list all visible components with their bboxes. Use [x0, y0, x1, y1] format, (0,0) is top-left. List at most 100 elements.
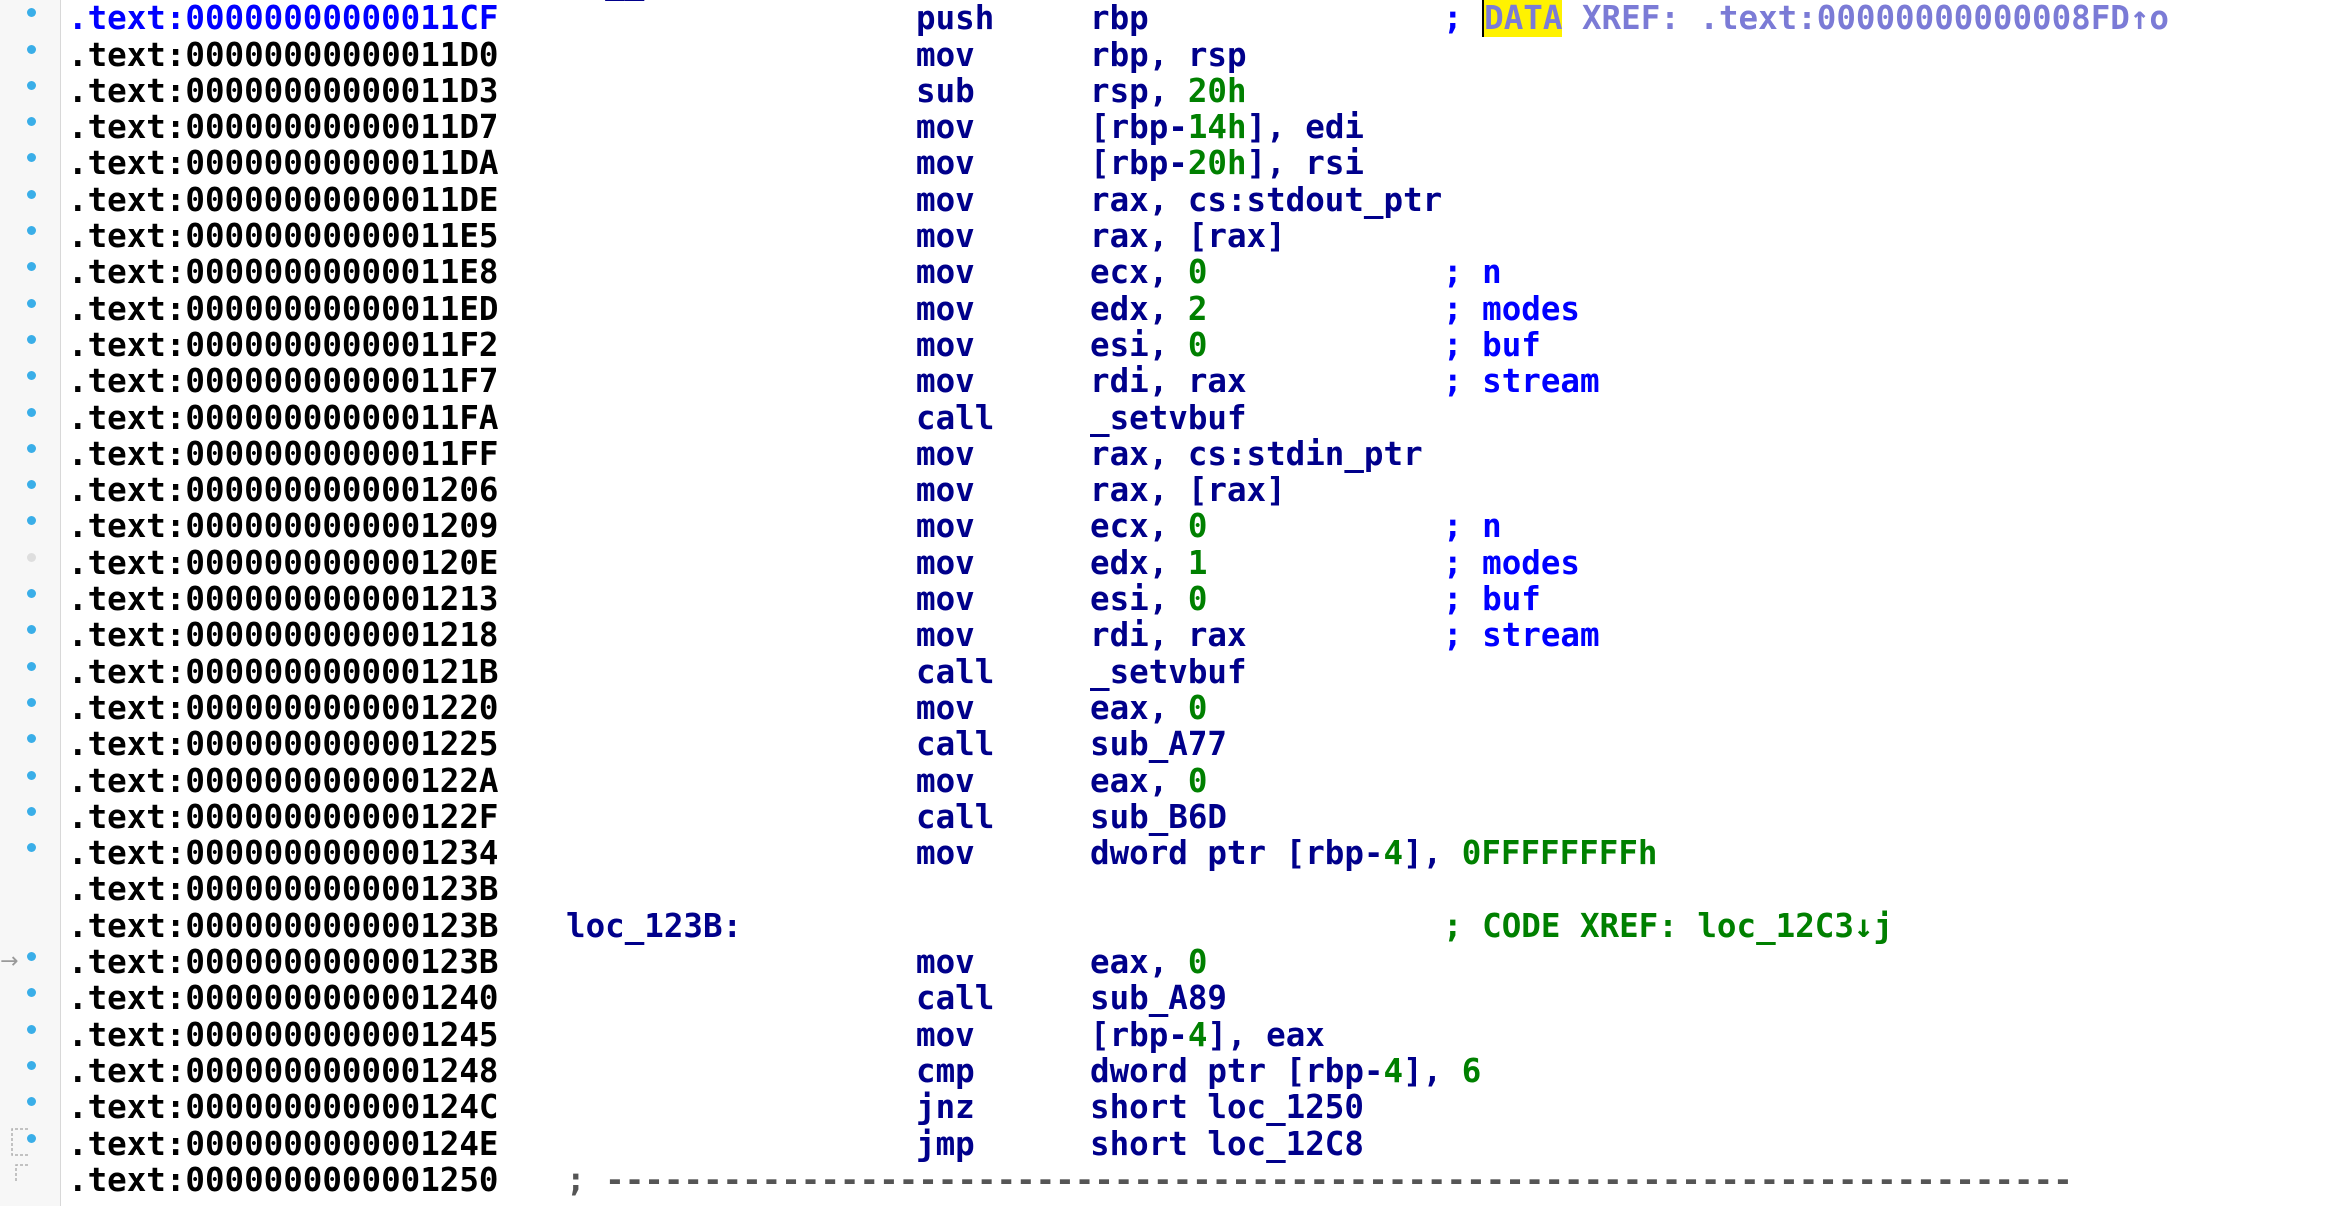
operands[interactable]: sub_B6D	[1090, 799, 1227, 835]
breakpoint-dot-icon[interactable]	[27, 80, 36, 90]
breakpoint-dot-icon[interactable]	[27, 952, 36, 962]
breakpoint-dot-icon[interactable]	[27, 697, 36, 707]
operands[interactable]: rsp, 20h	[1090, 73, 1247, 109]
operands[interactable]: esi, 0	[1090, 327, 1207, 363]
operands[interactable]: dword ptr [rbp-4], 0FFFFFFFFh	[1090, 835, 1657, 871]
mnemonic[interactable]: mov	[916, 108, 975, 147]
disasm-line[interactable]: .text:0000000000001250; ----------------…	[0, 1161, 2328, 1198]
mnemonic[interactable]: mov	[916, 688, 975, 727]
mnemonic[interactable]: cmp	[916, 1051, 975, 1090]
code-label[interactable]: loc_123B:	[566, 906, 743, 945]
mnemonic[interactable]: mov	[916, 144, 975, 183]
mnemonic[interactable]: jmp	[916, 1124, 975, 1163]
breakpoint-dot-icon[interactable]	[27, 770, 36, 780]
operands[interactable]: sub_A77	[1090, 726, 1227, 762]
code-xref-comment[interactable]: ; CODE XREF: loc_12C3↓j	[1443, 906, 1894, 945]
operands[interactable]: eax, 0	[1090, 690, 1207, 726]
breakpoint-dot-icon[interactable]	[27, 189, 36, 199]
operands[interactable]: dword ptr [rbp-4], 6	[1090, 1053, 1481, 1089]
breakpoint-dot-icon[interactable]	[27, 226, 36, 236]
mnemonic[interactable]: jnz	[916, 1088, 975, 1127]
breakpoint-dot-icon[interactable]	[27, 298, 36, 308]
address[interactable]: .text:00000000000011DA	[68, 144, 499, 183]
mnemonic[interactable]: mov	[916, 325, 975, 364]
address[interactable]: .text:0000000000001218	[68, 616, 499, 655]
operands[interactable]: ecx, 0	[1090, 254, 1207, 290]
address[interactable]: .text:000000000000120E	[68, 543, 499, 582]
disasm-line[interactable]: .text:00000000000011D3 sub rsp, 20h	[0, 73, 2328, 109]
breakpoint-dot-icon[interactable]	[27, 516, 36, 526]
data-xref-comment[interactable]: ; DATA XREF: .text:00000000000008FD↑o	[1443, 0, 2169, 38]
address[interactable]: .text:00000000000011ED	[68, 289, 499, 328]
operands[interactable]: short loc_12C8	[1090, 1125, 1364, 1162]
operands[interactable]: [rbp-4], eax	[1090, 1016, 1325, 1053]
xref-target[interactable]: XREF: .text:00000000000008FD↑o	[1562, 0, 2169, 38]
mnemonic[interactable]: mov	[916, 217, 975, 256]
operands[interactable]: rax, [rax]	[1090, 472, 1286, 508]
operands[interactable]: ecx, 0	[1090, 508, 1207, 544]
address[interactable]: .text:00000000000011D3	[68, 71, 499, 110]
operands[interactable]: rbp	[1090, 0, 1149, 36]
mnemonic[interactable]: mov	[916, 616, 975, 655]
breakpoint-dot-icon[interactable]	[27, 988, 36, 998]
mnemonic[interactable]: mov	[916, 434, 975, 473]
mnemonic[interactable]: push	[916, 0, 995, 38]
address[interactable]: .text:0000000000001240	[68, 979, 499, 1018]
operands[interactable]: esi, 0	[1090, 581, 1207, 617]
breakpoint-dot-icon[interactable]	[27, 843, 36, 853]
breakpoint-dot-icon[interactable]	[27, 117, 36, 127]
mnemonic[interactable]: mov	[916, 35, 975, 74]
operands[interactable]: rdi, rax	[1090, 617, 1247, 653]
breakpoint-dot-icon[interactable]	[27, 480, 36, 490]
breakpoint-dot-icon[interactable]	[27, 153, 36, 163]
operands[interactable]: eax, 0	[1090, 944, 1207, 980]
breakpoint-dot-icon[interactable]	[27, 262, 36, 272]
address[interactable]: .text:000000000000124C	[68, 1088, 499, 1127]
address[interactable]: .text:0000000000001225	[68, 725, 499, 764]
operands[interactable]: rax, cs:stdout_ptr	[1090, 182, 1442, 218]
address[interactable]: .text:00000000000011E5	[68, 217, 499, 256]
mnemonic[interactable]: sub	[916, 71, 975, 110]
operands[interactable]: sub_A89	[1090, 980, 1227, 1016]
address[interactable]: .text:0000000000001234	[68, 834, 499, 873]
breakpoint-dot-icon[interactable]	[27, 1097, 36, 1107]
disasm-line[interactable]: .text:000000000000123B	[0, 870, 2328, 909]
address[interactable]: .text:000000000000123B	[68, 870, 499, 909]
operands[interactable]: [rbp-20h], rsi	[1090, 145, 1364, 181]
address[interactable]: .text:0000000000001209	[68, 507, 499, 546]
address[interactable]: .text:00000000000011E8	[68, 253, 499, 292]
operands[interactable]: rbp, rsp	[1090, 36, 1247, 73]
operands[interactable]: edx, 2	[1090, 291, 1207, 327]
breakpoint-dot-icon[interactable]	[27, 661, 36, 671]
line-gutter[interactable]	[0, 0, 61, 1206]
disasm-line[interactable]: .text:00000000000011DA mov [rbp-20h], rsi	[0, 144, 2328, 183]
mnemonic[interactable]: mov	[916, 761, 975, 800]
operands[interactable]: short loc_1250	[1090, 1089, 1364, 1125]
address[interactable]: .text:0000000000001245	[68, 1015, 499, 1054]
mnemonic[interactable]: mov	[916, 253, 975, 292]
breakpoint-dot-icon[interactable]	[27, 1060, 36, 1070]
breakpoint-dot-icon[interactable]	[27, 443, 36, 453]
mnemonic[interactable]: call	[916, 398, 995, 437]
